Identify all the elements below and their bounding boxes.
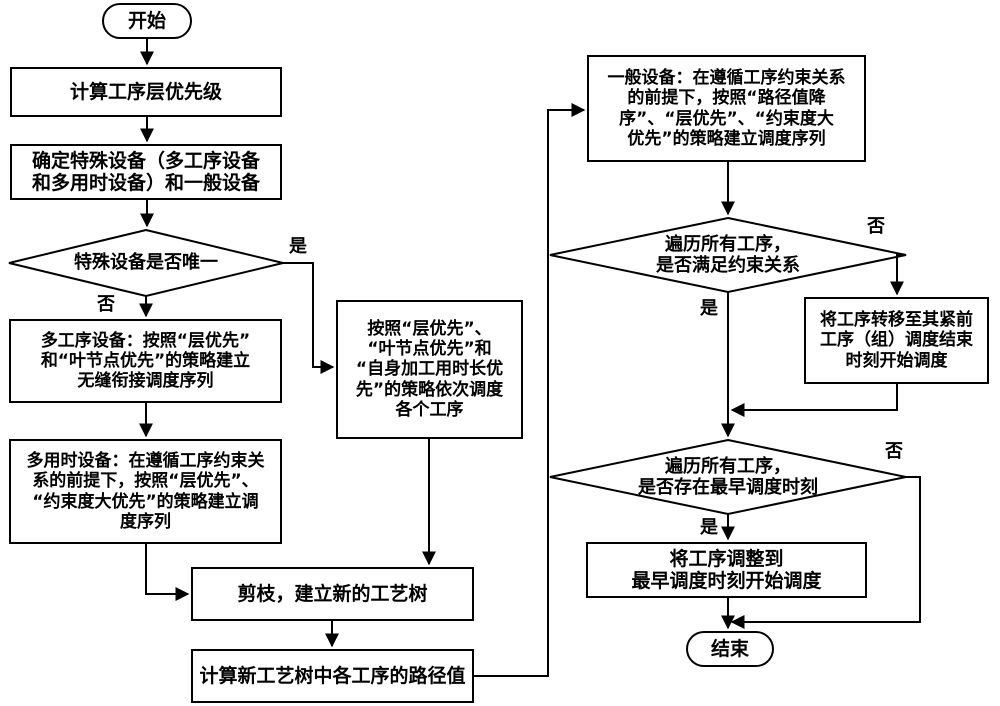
edge-multi-time-to-prune <box>145 543 190 601</box>
branch-label-constraint-yes: 是 <box>700 298 718 319</box>
node-multi-time-equipment-shape <box>9 439 282 544</box>
branch-label-unique-no: 否 <box>97 294 115 315</box>
node-decision-unique-shape <box>8 228 284 298</box>
branch-label-earliest-no: 否 <box>885 441 903 462</box>
node-sequential-schedule-shape <box>336 300 523 439</box>
node-start-shape <box>102 3 192 39</box>
node-decision-earliest-shape <box>549 438 907 516</box>
branch-label-unique-yes: 是 <box>289 236 307 257</box>
edge-shift-back-to-main <box>730 383 898 417</box>
node-adjust-process-shape <box>586 542 867 598</box>
branch-label-earliest-yes: 是 <box>700 517 718 538</box>
edge-decision-earliest-no-to-end <box>730 476 921 629</box>
node-prune-tree-shape <box>191 567 474 621</box>
node-general-equipment-shape <box>587 55 866 162</box>
node-determine-equipment-shape <box>10 144 282 200</box>
edge-calc-path-value-to-general-equipment <box>473 103 586 677</box>
node-calc-priority-shape <box>10 67 282 117</box>
edge-decision-unique-yes-to-sequential <box>283 262 335 374</box>
node-decision-constraint-shape <box>549 216 907 294</box>
branch-label-constraint-no: 否 <box>867 216 885 237</box>
node-end-shape <box>686 631 774 667</box>
node-shift-process-shape <box>804 297 989 384</box>
edge-decision-constraint-no-to-shift <box>890 254 906 296</box>
node-calc-path-value-shape <box>191 649 474 703</box>
node-multi-process-equipment-shape <box>9 319 282 403</box>
